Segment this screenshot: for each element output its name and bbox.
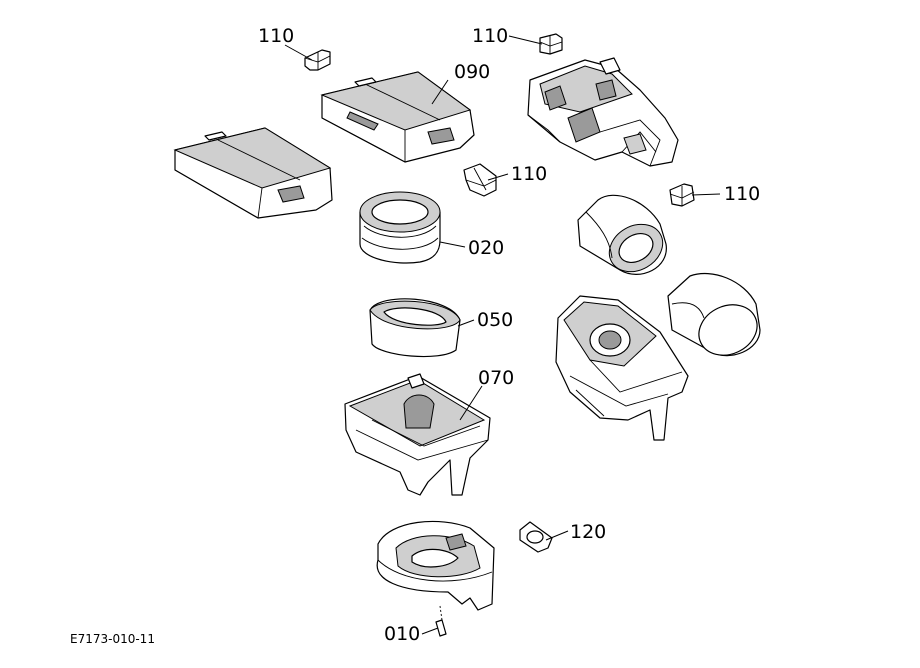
clip-110-right (669, 183, 695, 207)
callout-020: 020 (468, 237, 504, 259)
air-cleaner-case-070 (344, 373, 491, 496)
air-cleaner-housing-lower (555, 295, 689, 441)
callout-010: 010 (384, 623, 420, 645)
callout-050: 050 (477, 309, 513, 331)
filter-element-020 (359, 191, 441, 264)
leader-lines (284, 35, 721, 635)
pre-cleaner-050 (369, 298, 461, 358)
air-cleaner-cover-090 (320, 71, 475, 163)
callout-090: 090 (454, 61, 490, 83)
callout-110-d: 110 (724, 183, 760, 205)
filter-sleeve (667, 272, 761, 357)
pin-010 (435, 605, 447, 637)
gasket-120 (519, 521, 553, 553)
callout-110-b: 110 (472, 25, 508, 47)
callout-110-a: 110 (258, 25, 294, 47)
clip-110-top-right (539, 33, 563, 55)
clip-110-top-left (304, 49, 331, 71)
air-cleaner-base (376, 520, 495, 611)
filter-element-cylinder (577, 194, 667, 275)
callout-120: 120 (570, 521, 606, 543)
air-cleaner-cover-left (173, 127, 333, 219)
callout-labels: 110 110 090 110 110 020 050 070 120 010 (258, 25, 760, 645)
clip-110-middle (463, 163, 497, 197)
callout-070: 070 (478, 367, 514, 389)
diagram-code: E7173-010-11 (70, 632, 155, 646)
air-cleaner-housing-upper (527, 57, 679, 167)
callout-110-c: 110 (511, 163, 547, 185)
